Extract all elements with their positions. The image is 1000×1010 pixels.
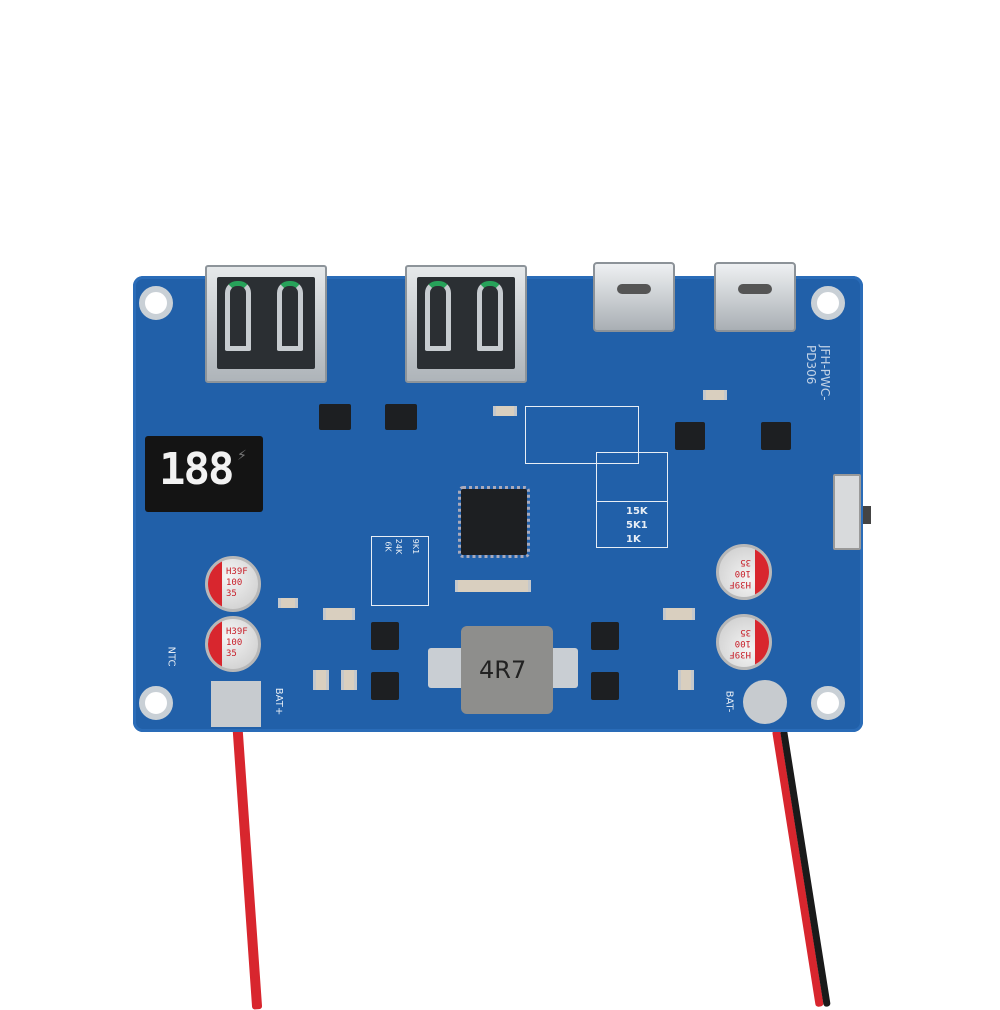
inductor: 4R7 bbox=[461, 626, 553, 714]
bat-minus-label: BAT- bbox=[723, 690, 735, 713]
mounting-hole bbox=[139, 286, 173, 320]
silkscreen-box bbox=[371, 536, 429, 606]
resistor-label: 1K bbox=[626, 534, 641, 545]
smd-resistor bbox=[663, 608, 695, 620]
red-wire-negative bbox=[772, 729, 824, 1008]
resistor-label: 5K1 bbox=[626, 520, 648, 531]
main-ic bbox=[458, 486, 530, 558]
usb-a-port[interactable] bbox=[205, 265, 327, 383]
mounting-hole bbox=[139, 686, 173, 720]
smd-resistor bbox=[341, 670, 357, 690]
smd-resistor bbox=[703, 390, 727, 400]
smd-resistor bbox=[493, 406, 517, 416]
ic bbox=[591, 672, 619, 700]
bat-plus-label: BAT+ bbox=[273, 687, 285, 716]
usb-a-port[interactable] bbox=[405, 265, 527, 383]
slide-switch[interactable] bbox=[833, 474, 871, 550]
bat-minus-pad bbox=[743, 680, 787, 724]
ic bbox=[319, 404, 351, 430]
smd-resistor bbox=[323, 608, 355, 620]
ntc-label: NTC bbox=[165, 646, 177, 667]
model-silkscreen: JFH-PWC-PD306 bbox=[804, 345, 832, 401]
black-wire-negative bbox=[780, 729, 831, 1008]
resistor-label: 9K1 bbox=[411, 538, 421, 555]
display-digits: 188 bbox=[159, 444, 234, 495]
inductor-label: 4R7 bbox=[479, 656, 527, 684]
switch-knob[interactable] bbox=[863, 506, 871, 524]
silkscreen-box bbox=[525, 406, 639, 464]
resistor-label: 15K bbox=[626, 506, 648, 517]
usb-c-port[interactable] bbox=[714, 262, 796, 332]
bat-plus-pad bbox=[211, 681, 261, 727]
red-wire-positive bbox=[232, 719, 263, 1010]
ic bbox=[371, 622, 399, 650]
usb-c-port[interactable] bbox=[593, 262, 675, 332]
resistor-label: 24K bbox=[394, 538, 404, 555]
smd-resistor bbox=[313, 670, 329, 690]
ic bbox=[591, 622, 619, 650]
lightning-icon: ⚡ bbox=[237, 448, 247, 464]
silkscreen-box bbox=[596, 452, 668, 502]
led-display: 188 ⚡ bbox=[145, 436, 263, 512]
mounting-hole bbox=[811, 686, 845, 720]
mounting-hole bbox=[811, 286, 845, 320]
ic bbox=[675, 422, 705, 450]
ic bbox=[385, 404, 417, 430]
ic bbox=[371, 672, 399, 700]
resistor-label: 6K bbox=[383, 541, 393, 552]
smd-resistor bbox=[455, 580, 531, 592]
smd-resistor bbox=[678, 670, 694, 690]
smd-resistor bbox=[278, 598, 298, 608]
ic bbox=[761, 422, 791, 450]
